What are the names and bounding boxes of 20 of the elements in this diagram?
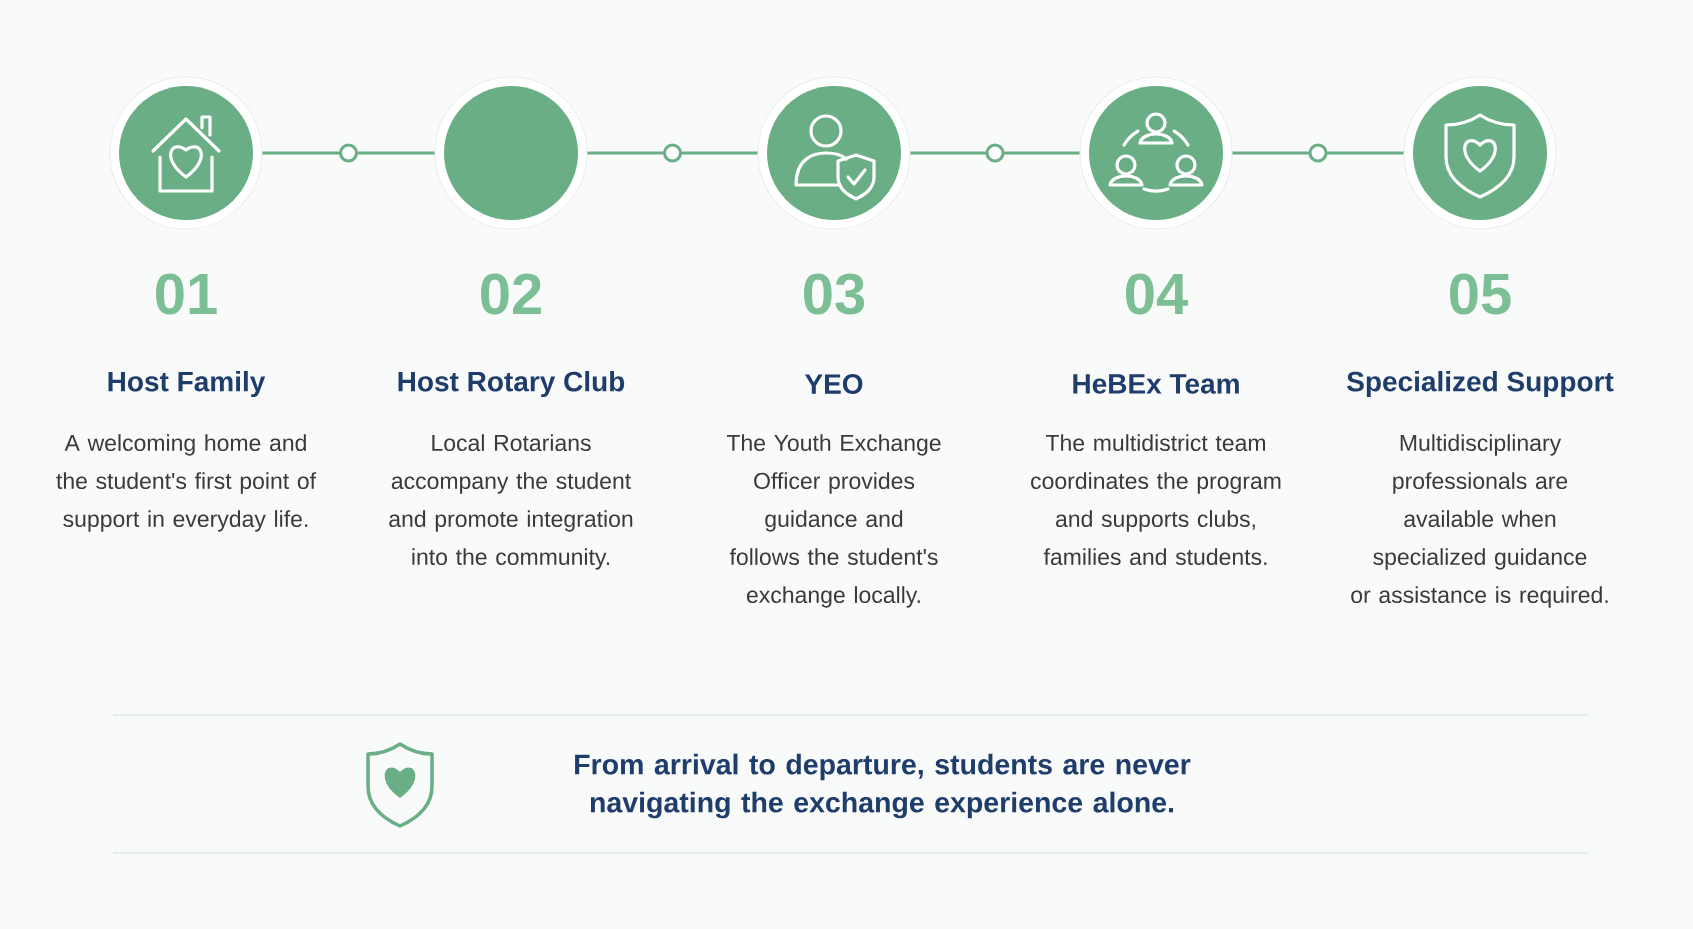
closing-statement: From arrival to departure, students are never navigating the exchange experience alone. — [575, 753, 1191, 819]
connector-line — [262, 143, 435, 163]
step-circle — [434, 76, 588, 230]
step-circle — [1079, 76, 1233, 230]
connector-line — [1232, 143, 1404, 163]
step-title: Host Rotary Club — [398, 370, 625, 398]
step-title: Host Family — [108, 370, 266, 398]
step-title: Specialized Support — [1347, 370, 1614, 398]
step-circle — [757, 76, 911, 230]
step-circle — [1403, 76, 1557, 230]
step-circle — [109, 76, 263, 230]
step-title: HeBEx Team — [1073, 374, 1239, 394]
step-description: Local Rotarians accompany the student and promote integration into the community. — [389, 434, 633, 570]
step-description: Multidisciplinary professionals are available when specialized guidance or assistance is required. — [1351, 434, 1608, 608]
connector-line — [910, 143, 1080, 163]
step-description: A welcoming home and the student's first point of support in everyday life. — [56, 434, 317, 532]
step-title: YEO — [804, 374, 863, 394]
connector-line — [587, 143, 758, 163]
step-description: The multidistrict team coordinates the program and supports clubs, families and students. — [1031, 434, 1281, 566]
step-description: The Youth Exchange Officer provides guidance and follows the student's exchange locally. — [726, 434, 941, 608]
